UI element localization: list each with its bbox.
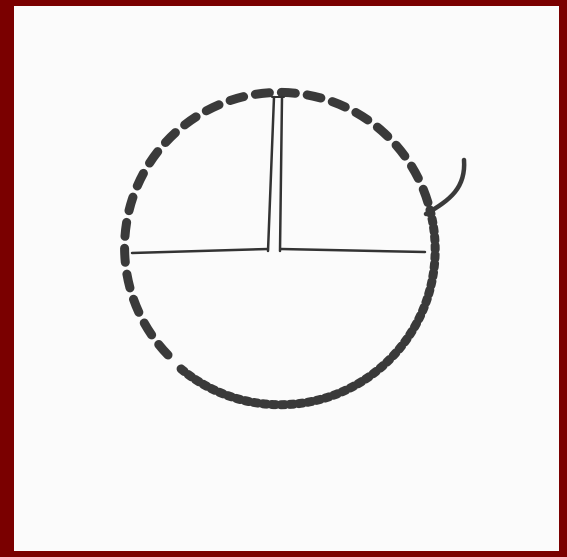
horizontal-line-left bbox=[132, 249, 268, 253]
vertical-line-right bbox=[280, 97, 282, 251]
vertical-line-left bbox=[268, 97, 274, 251]
lower-dashed-arc bbox=[180, 210, 435, 405]
upper-dashed-arc bbox=[125, 92, 430, 355]
horizontal-line-right bbox=[281, 249, 425, 252]
